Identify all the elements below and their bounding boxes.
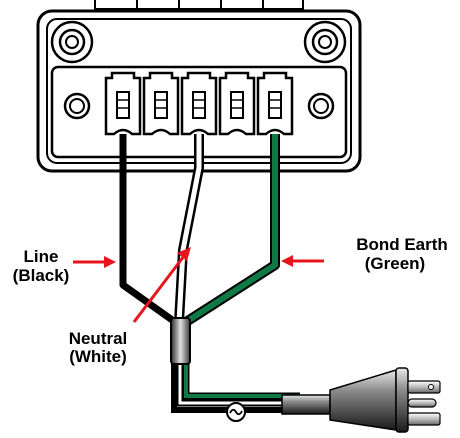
neutral-arrow (132, 247, 191, 323)
neutral-label: Neutral (69, 329, 128, 348)
screw-icon (50, 20, 94, 64)
terminal-slot (142, 71, 180, 136)
terminal-slot (180, 71, 218, 136)
top-connector-strip (94, 0, 304, 10)
screw-icon (303, 20, 347, 64)
cable-sleeve (170, 317, 191, 365)
screw-icon (63, 92, 91, 120)
line-label: Line (24, 247, 59, 266)
terminal-slot (104, 71, 142, 136)
terminal-slots (104, 71, 294, 136)
screw-icon (307, 92, 335, 120)
line-arrow (73, 256, 116, 268)
neutral-color-label: (White) (69, 347, 127, 366)
line-color-label: (Black) (13, 266, 70, 285)
power-plug-icon (281, 367, 441, 433)
earth-label: Bond Earth (356, 235, 448, 254)
earth-arrow (281, 255, 324, 267)
terminal-slot (256, 71, 294, 136)
line-wire (119, 134, 178, 325)
ac-symbol-icon (226, 402, 246, 422)
terminal-slot (218, 71, 256, 136)
earth-color-label: (Green) (365, 254, 425, 273)
